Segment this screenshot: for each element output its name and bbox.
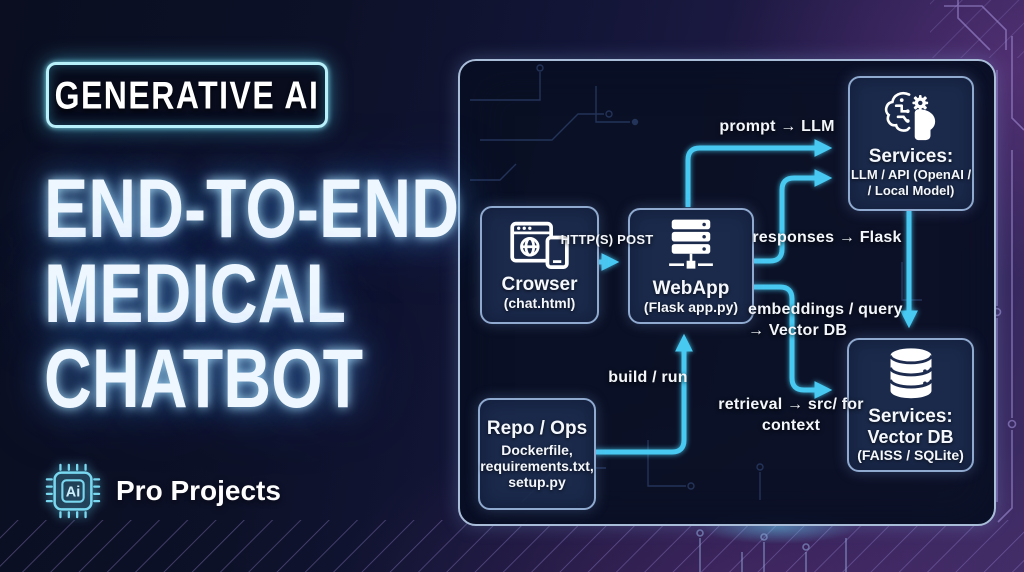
node-llm-line3: / Local Model): [867, 182, 955, 198]
brain-gear-icon: [884, 91, 936, 140]
generative-ai-badge: GENERATIVE AI: [46, 62, 328, 128]
edge-label-responses: responses → Flask: [752, 229, 902, 246]
node-llm-services: Services: LLM / API (OpenAI / / Local Mo…: [848, 76, 974, 211]
node-repo-title: Repo / Ops: [486, 417, 588, 439]
node-vectordb-line3: (FAISS / SQLite): [857, 447, 964, 464]
main-title: END-TO-END MEDICAL CHATBOT: [44, 160, 459, 425]
node-repo-file-3: setup.py: [508, 474, 566, 491]
edge-label-build-run: build / run: [608, 369, 688, 386]
brand-name: Pro Projects: [116, 475, 281, 506]
brand-logo: Ai Pro Projects: [44, 462, 281, 520]
node-browser-title: Crowser: [501, 273, 578, 295]
node-webapp-title: WebApp: [652, 277, 730, 299]
database-icon: [888, 348, 933, 398]
ai-chip-logo-icon: Ai: [45, 463, 101, 519]
title-line-3: CHATBOT: [44, 331, 364, 425]
node-webapp: WebApp (Flask app.py): [628, 208, 754, 324]
edge-label-embeddings: embeddings / query → Vector DB: [748, 301, 903, 339]
node-llm-line2: LLM / API (OpenAI /: [850, 167, 972, 183]
node-llm-title: Services:: [868, 145, 954, 167]
edge-label-retrieval: retrieval → src/ for context: [718, 396, 864, 434]
node-browser-subtitle: (chat.html): [503, 295, 576, 312]
node-browser: Crowser (chat.html): [480, 206, 599, 324]
title-line-1: END-TO-END: [44, 161, 459, 255]
node-repo-ops: Repo / Ops Dockerfile, requirements.txt,…: [478, 398, 596, 510]
badge-label: GENERATIVE AI: [54, 72, 320, 117]
node-vectordb-title: Services:: [868, 405, 953, 427]
node-repo-file-2: requirements.txt,: [480, 458, 594, 475]
title-line-2: MEDICAL: [44, 246, 347, 340]
node-repo-file-1: Dockerfile,: [501, 441, 573, 458]
edge-label-prompt: prompt → LLM: [719, 118, 835, 135]
node-vectordb-services: Services: Vector DB (FAISS / SQLite): [847, 338, 974, 472]
node-vectordb-line2: Vector DB: [867, 427, 954, 447]
chip-label: Ai: [66, 484, 81, 500]
node-webapp-subtitle: (Flask app.py): [643, 299, 739, 316]
browser-phone-icon: [509, 221, 569, 269]
edge-label-http-post: HTTP(S) POST: [560, 232, 654, 247]
server-icon: [669, 219, 713, 269]
